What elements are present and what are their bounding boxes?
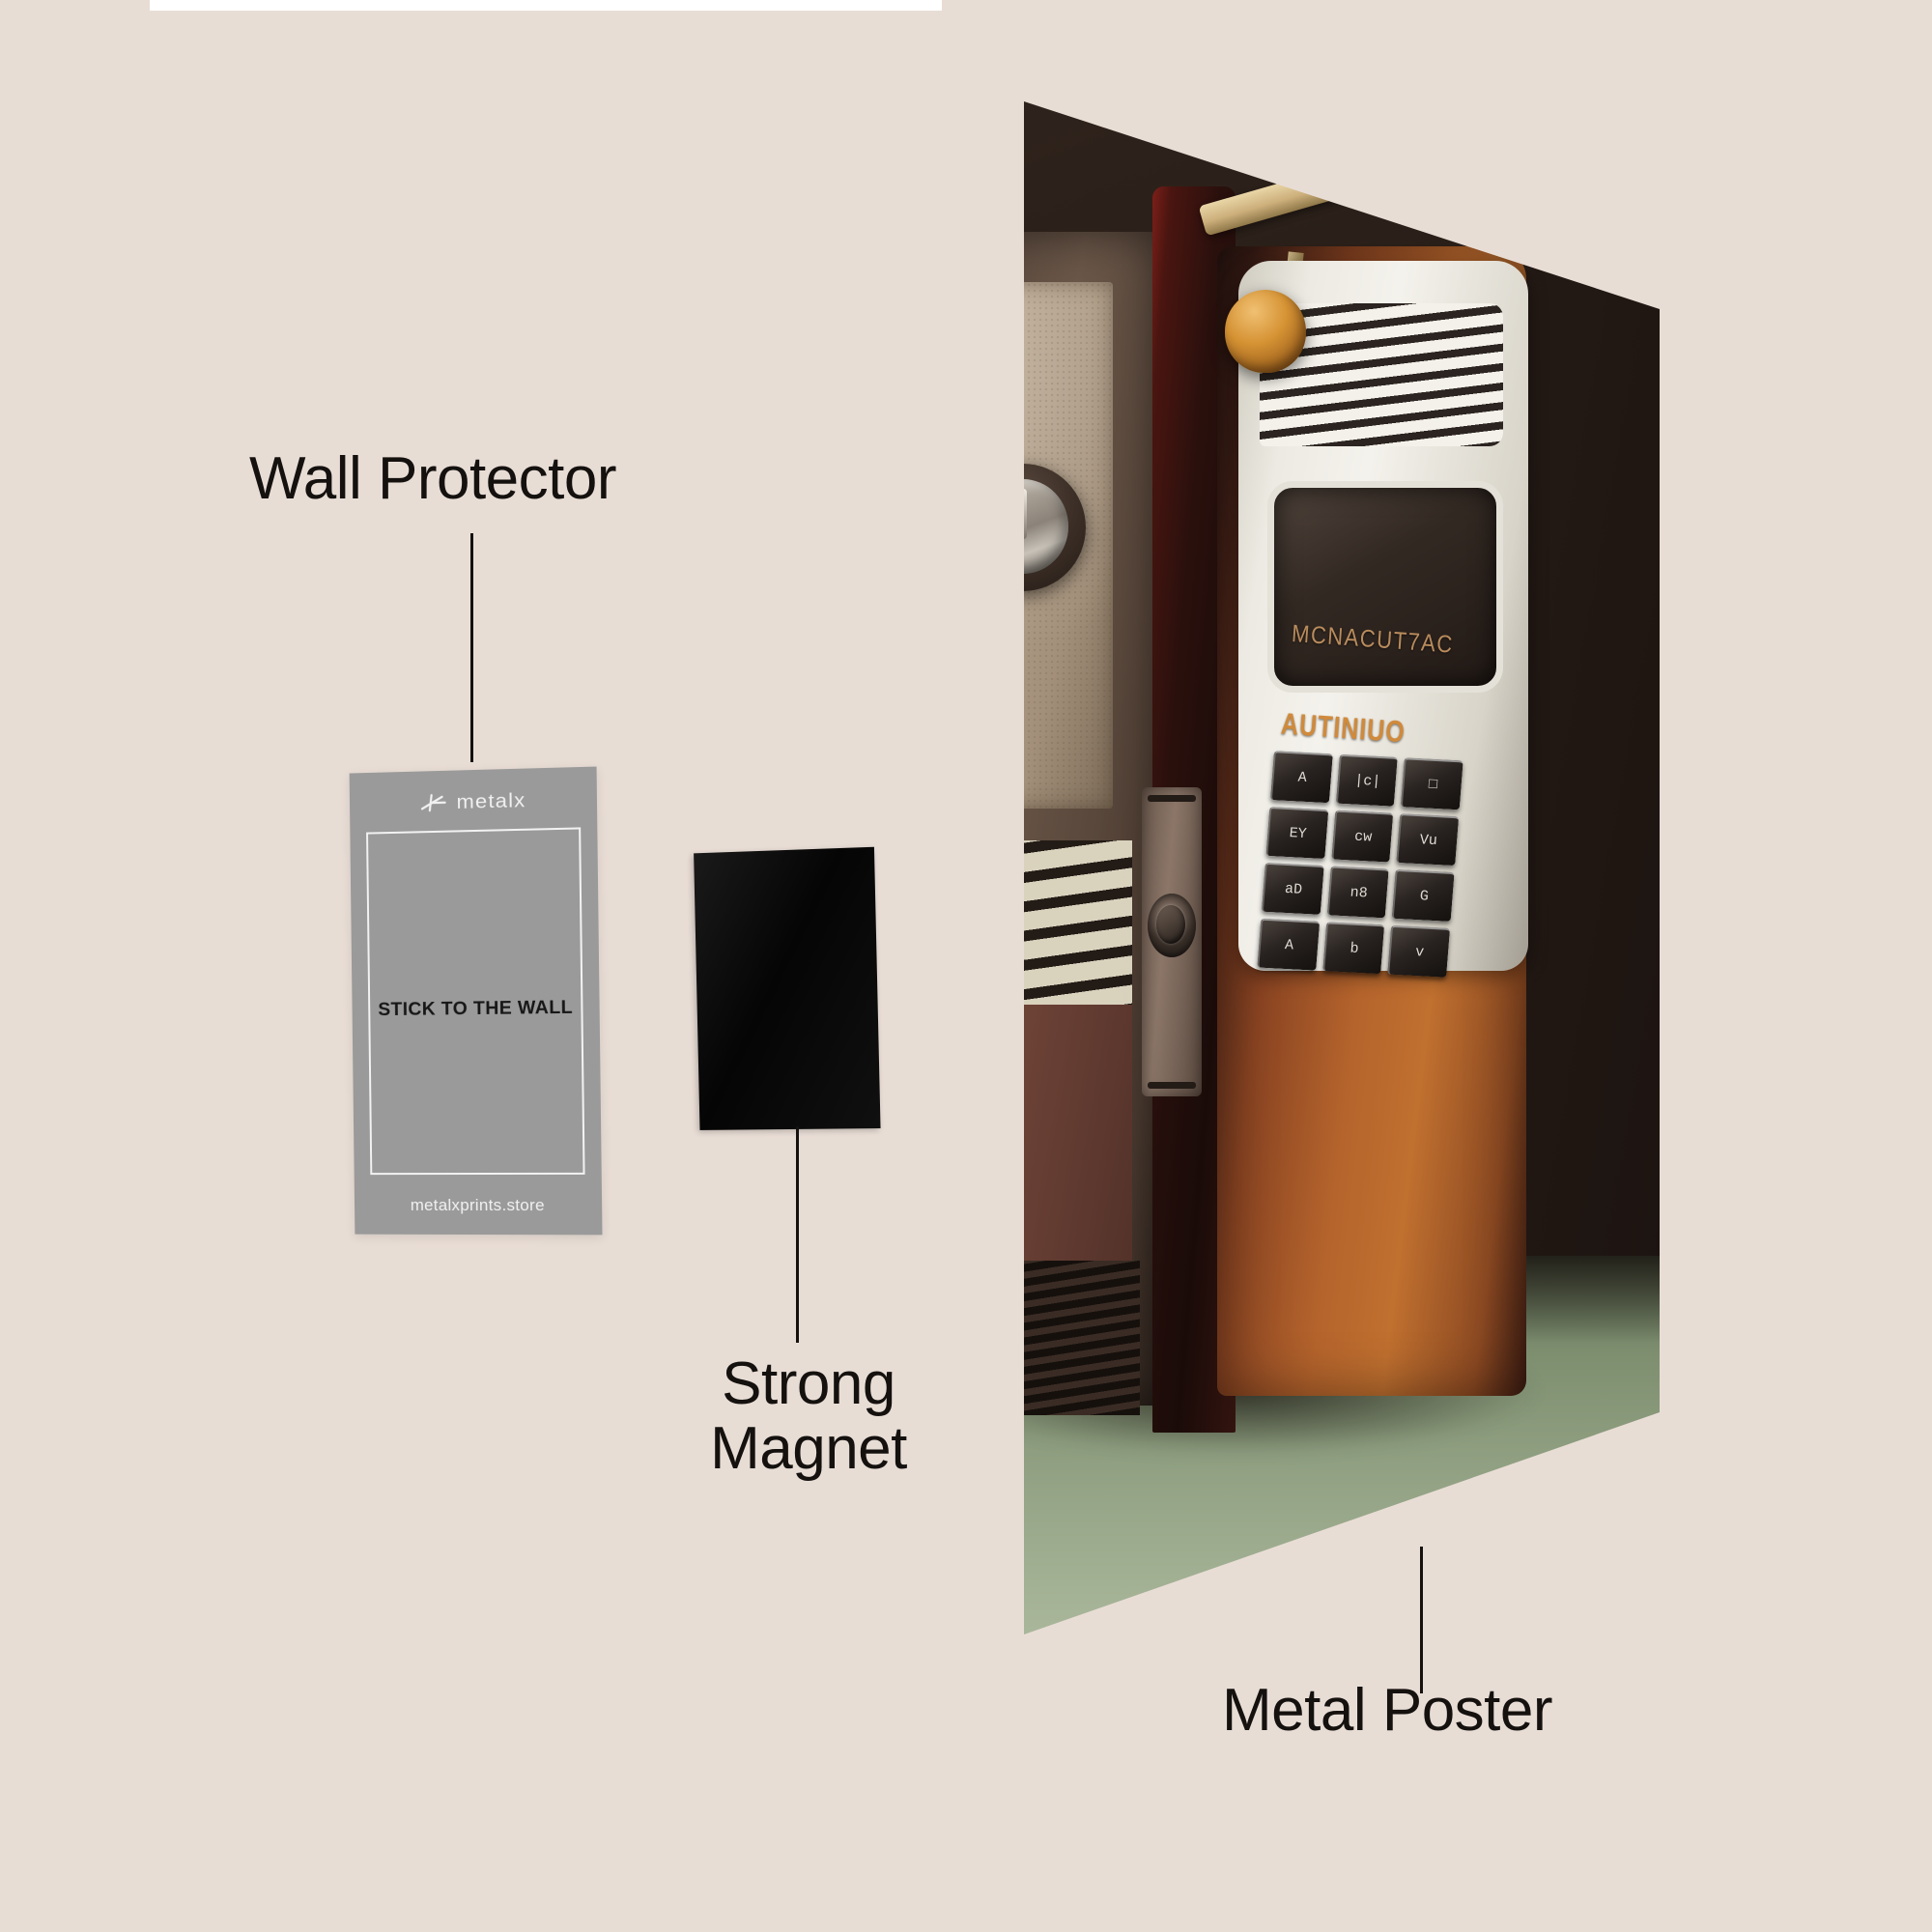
top-white-strip [150, 0, 942, 11]
keypad-key: v [1387, 924, 1451, 978]
strong-magnet-square [694, 846, 881, 1130]
keypad-key: EY [1265, 807, 1328, 860]
device-speaker-grille [1024, 1261, 1140, 1415]
annotation-label-strong-magnet: Strong Magnet [710, 1350, 907, 1482]
stick-to-the-wall-text: STICK TO THE WALL [378, 996, 574, 1021]
device-keypad: A |c| □ EY cw Vu aD n8 G A b v [1257, 751, 1463, 978]
metal-poster-panel: metal MCNACUT7AC [1024, 101, 1660, 1634]
wall-protector-card-body: metalx STICK TO THE WALL metalxprints.st… [349, 766, 603, 1236]
leader-line-metal-poster [1420, 1547, 1423, 1693]
device-screen: MCNACUT7AC [1267, 481, 1503, 693]
device-brand-text: AUTINIUO [1279, 706, 1406, 750]
device-front-bezel: MCNACUT7AC AUTINIUO A |c| □ EY cw Vu aD … [1225, 261, 1528, 978]
annotation-label-metal-poster: Metal Poster [1222, 1677, 1553, 1744]
annotation-label-wall-protector: Wall Protector [249, 445, 617, 512]
magnet-surface [694, 846, 881, 1130]
device-knob-face [1024, 479, 1068, 574]
keypad-key: n8 [1326, 866, 1390, 919]
metalx-cross-mark-icon [419, 792, 448, 814]
device-knob-pointer [1024, 489, 1027, 539]
device-round-dial [1148, 894, 1196, 957]
artwork-right-shadow [1517, 101, 1660, 1309]
poster-artwork: metal MCNACUT7AC [1024, 101, 1660, 1634]
metalx-logo: metalx [350, 786, 597, 817]
device-side-plate [1142, 787, 1202, 1096]
device-gold-knob [1225, 290, 1306, 373]
keypad-key: A [1269, 751, 1333, 804]
keypad-key: Vu [1396, 813, 1460, 867]
keypad-key: aD [1261, 862, 1324, 915]
device-side-stripes [1024, 840, 1132, 1005]
keypad-key: □ [1401, 757, 1463, 810]
device-plate-slit-bottom [1148, 1082, 1196, 1089]
metalx-logo-text: metalx [456, 788, 526, 813]
wall-protector-card: metalx STICK TO THE WALL metalxprints.st… [349, 766, 603, 1236]
keypad-key: cw [1330, 810, 1394, 863]
device-plate-slit-top [1148, 795, 1196, 802]
keypad-key: A [1257, 918, 1320, 971]
leader-line-strong-magnet [796, 1126, 799, 1343]
device-screen-text: MCNACUT7AC [1291, 619, 1455, 659]
keypad-key: b [1321, 922, 1385, 975]
store-url-text: metalxprints.store [410, 1195, 546, 1215]
device-lower-panel [1024, 1005, 1132, 1261]
device-side-panel: metal [1024, 232, 1159, 1415]
keypad-key: G [1392, 868, 1455, 922]
leader-line-wall-protector [470, 533, 473, 762]
keypad-key: |c| [1335, 753, 1399, 807]
